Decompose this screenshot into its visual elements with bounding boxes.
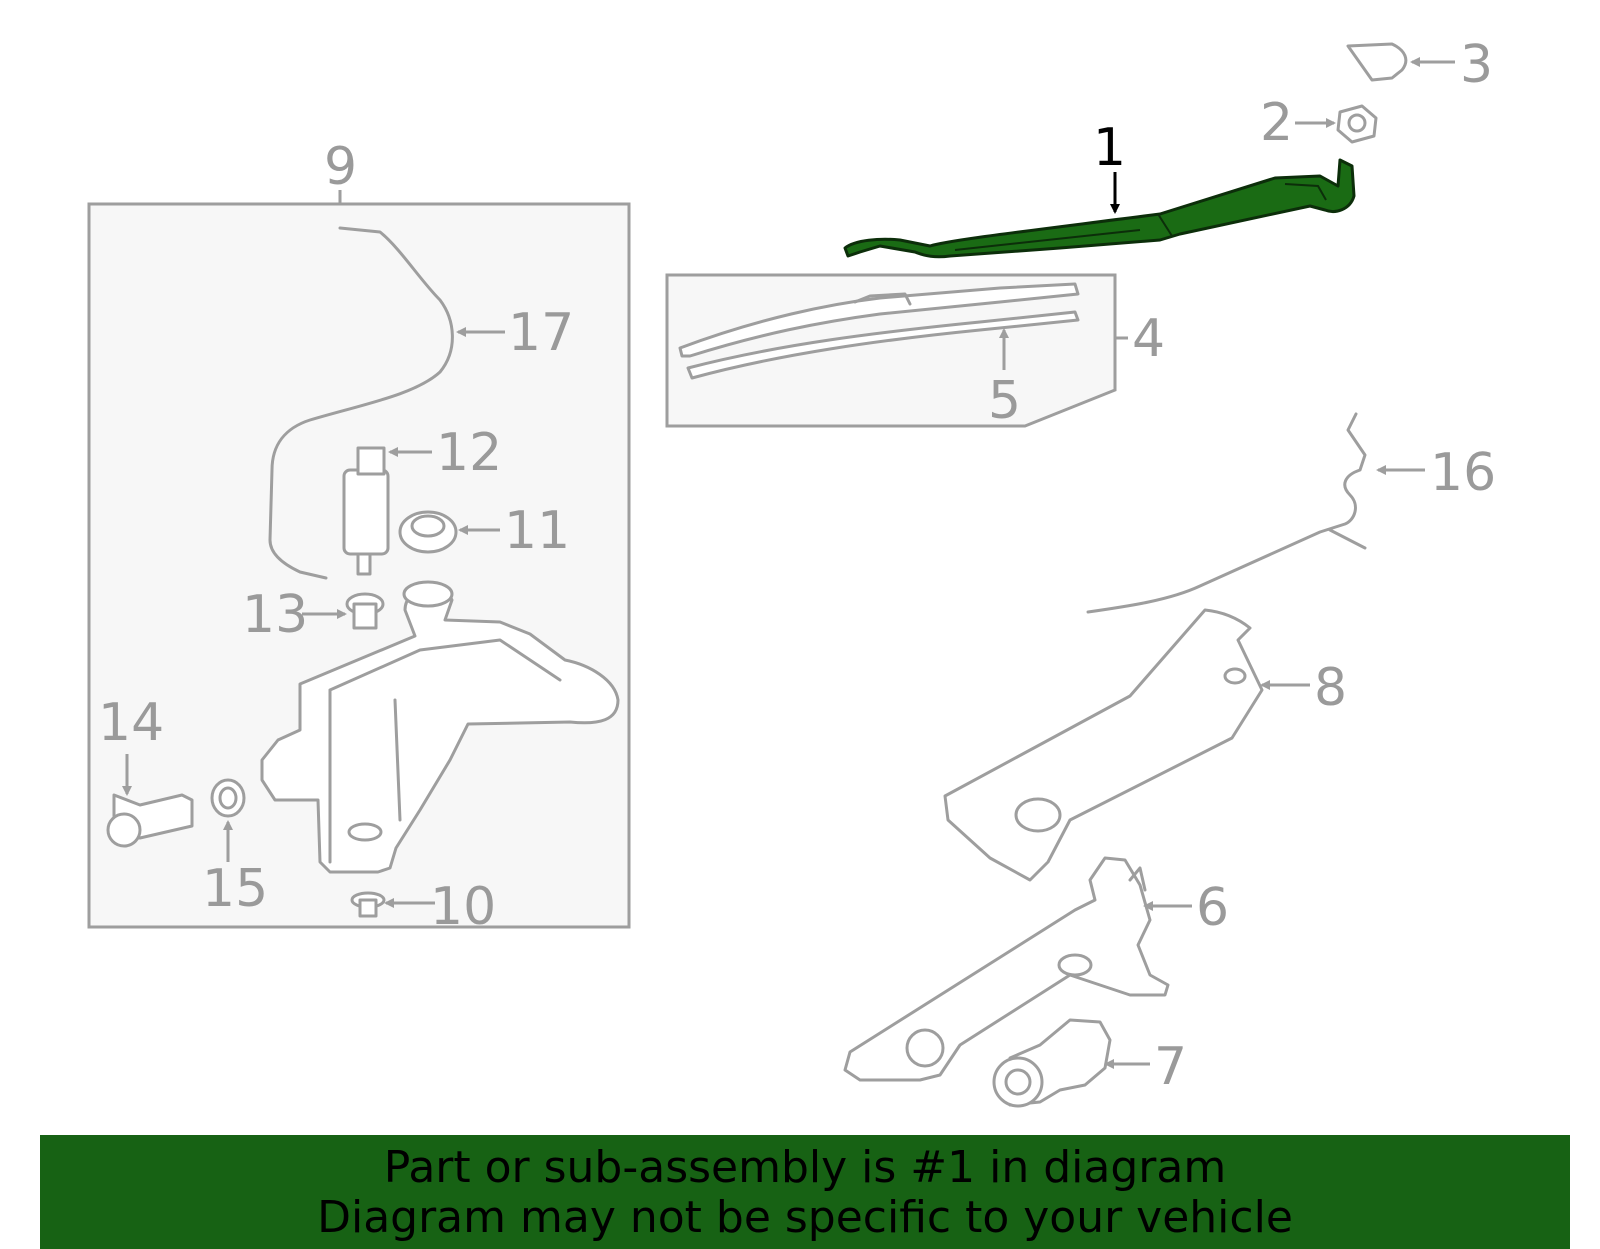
motor-cap [992,1056,1044,1108]
pump-body [342,468,390,556]
linkage-pivot-left [905,1028,945,1068]
cowl-hole [1014,797,1062,833]
clip-head [106,812,142,848]
wiper-arm-detail [954,183,1327,251]
callout-3-label[interactable]: 3 [1460,35,1493,95]
linkage-part[interactable] [843,856,1170,1082]
callout-14-label[interactable]: 14 [98,693,164,753]
banner-line-2: Diagram may not be specific to your vehi… [317,1192,1293,1243]
nut-shape [1336,104,1378,144]
pump-connector [356,446,386,476]
pump-grommet-part[interactable] [398,510,458,554]
washer-hose-part[interactable] [1086,412,1367,614]
wiper-motor-part[interactable] [992,1018,1112,1108]
callout-5-label[interactable]: 5 [988,371,1021,431]
ring-grommet-part[interactable] [210,778,246,818]
reservoir-plug-part[interactable] [345,592,385,630]
callout-1-label[interactable]: 1 [1093,118,1126,178]
wiper-blade-shape [678,282,1080,358]
ring-outer [210,778,246,818]
callout-13-label[interactable]: 13 [242,585,308,645]
linkage-hole [1057,953,1093,977]
callout-12-label[interactable]: 12 [436,423,502,483]
drain-plug-body [358,898,378,918]
callout-6-label[interactable]: 6 [1196,878,1229,938]
linkage-shaft [1128,866,1147,892]
cowl-slot [1223,667,1247,685]
blade-insert-part[interactable] [686,310,1080,380]
callout-8-label[interactable]: 8 [1314,658,1347,718]
callout-17-label[interactable]: 17 [508,303,574,363]
callout-11-label[interactable]: 11 [504,501,570,561]
linkage-shape [843,856,1170,1082]
cowl-cover-part[interactable] [943,608,1264,882]
wiper-arm-part[interactable] [843,158,1356,259]
nut-hole [1347,113,1367,133]
wiper-arm-shape [843,158,1356,259]
pump-outlet [356,552,372,576]
reservoir-ridges [328,638,562,864]
blade-clip [853,292,912,306]
grommet-outer [398,510,458,554]
callout-10-label[interactable]: 10 [430,877,496,937]
wiper-blade-part[interactable] [678,282,1080,358]
washer-pump-part[interactable] [342,446,390,576]
banner-line-1: Part or sub-assembly is #1 in diagram [383,1142,1227,1193]
callout-4-label[interactable]: 4 [1132,309,1165,369]
cap-part[interactable] [1346,42,1408,82]
nut-part[interactable] [1336,104,1378,144]
reservoir-filler [402,580,454,608]
hose-clip-part[interactable] [106,793,194,848]
callout-16-label[interactable]: 16 [1430,443,1496,503]
callout-9-label[interactable]: 9 [324,137,357,197]
callout-2-label[interactable]: 2 [1260,93,1293,153]
info-banner: Part or sub-assembly is #1 in diagram Di… [40,1135,1570,1249]
grommet-inner [410,514,446,538]
callout-15-label[interactable]: 15 [202,859,268,919]
washer-reservoir-part[interactable] [260,580,620,874]
blade-group-box [665,273,1117,428]
reservoir-pump-seat [347,822,383,842]
plug-body [352,602,378,630]
ring-inner [218,786,238,810]
motor-cap-center [1004,1068,1032,1096]
hose-tee [1328,528,1367,550]
reservoir-hose-part[interactable] [268,226,454,580]
callout-7-label[interactable]: 7 [1154,1037,1187,1097]
